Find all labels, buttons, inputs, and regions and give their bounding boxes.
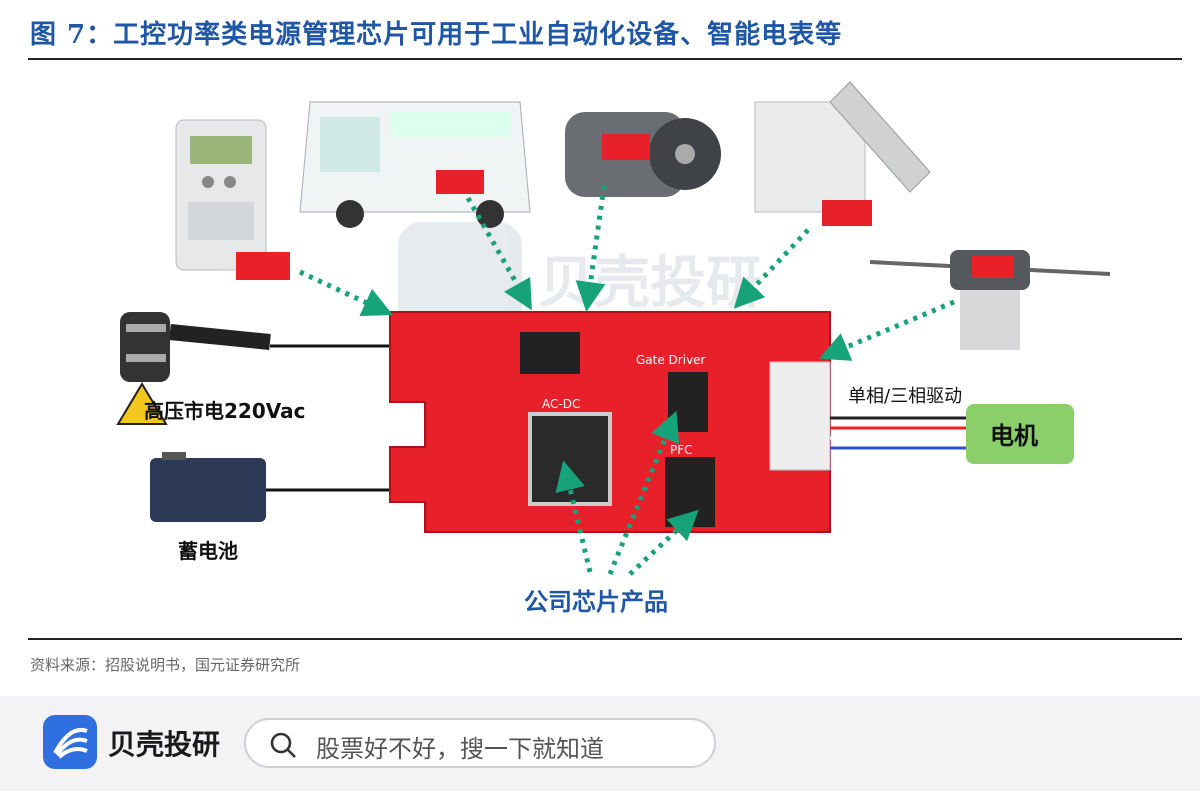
pcb-board: AC-DC Gate Driver PFC bbox=[389, 311, 831, 533]
motor-wires bbox=[830, 416, 968, 450]
circuit-illustration: 贝壳投研 bbox=[116, 81, 1111, 616]
search-icon bbox=[270, 732, 296, 758]
app-footer-bar: 贝壳投研 股票好不好，搜一下就知道 bbox=[0, 696, 1200, 791]
smart-meter-image bbox=[175, 119, 267, 271]
power-plug-image bbox=[120, 312, 390, 382]
chip-markers bbox=[236, 134, 1014, 280]
battery-image bbox=[150, 452, 390, 522]
search-box[interactable]: 股票好不好，搜一下就知道 bbox=[244, 718, 716, 768]
drive-label: 单相/三相驱动 bbox=[848, 386, 962, 407]
motor-label: 电机 bbox=[990, 422, 1038, 450]
motor-box bbox=[966, 404, 1074, 464]
watermark-text: 贝壳投研 bbox=[538, 251, 762, 316]
search-placeholder: 股票好不好，搜一下就知道 bbox=[316, 735, 604, 763]
brand-name[interactable]: 贝壳投研 bbox=[108, 728, 221, 761]
company-products-label: 公司芯片产品 bbox=[524, 588, 668, 616]
electric-cart-image bbox=[299, 101, 531, 228]
pfc-label: PFC bbox=[670, 443, 693, 457]
connection-arrows bbox=[298, 185, 955, 576]
gate-driver-label: Gate Driver bbox=[636, 353, 706, 367]
fan-logo-icon[interactable] bbox=[43, 715, 97, 769]
source-divider bbox=[28, 638, 1182, 640]
source-note: 资料来源：招股说明书，国元证券研究所 bbox=[30, 656, 301, 674]
ac-dc-label: AC-DC bbox=[542, 397, 580, 411]
high-voltage-label: 高压市电220Vac bbox=[144, 399, 305, 423]
high-voltage-warning-icon bbox=[116, 382, 168, 425]
battery-label: 蓄电池 bbox=[178, 539, 238, 563]
title-divider bbox=[28, 58, 1182, 60]
figure-title: 图 7：工控功率类电源管理芯片可用于工业自动化设备、智能电表等 bbox=[30, 20, 843, 50]
industrial-machine-image bbox=[754, 81, 931, 213]
